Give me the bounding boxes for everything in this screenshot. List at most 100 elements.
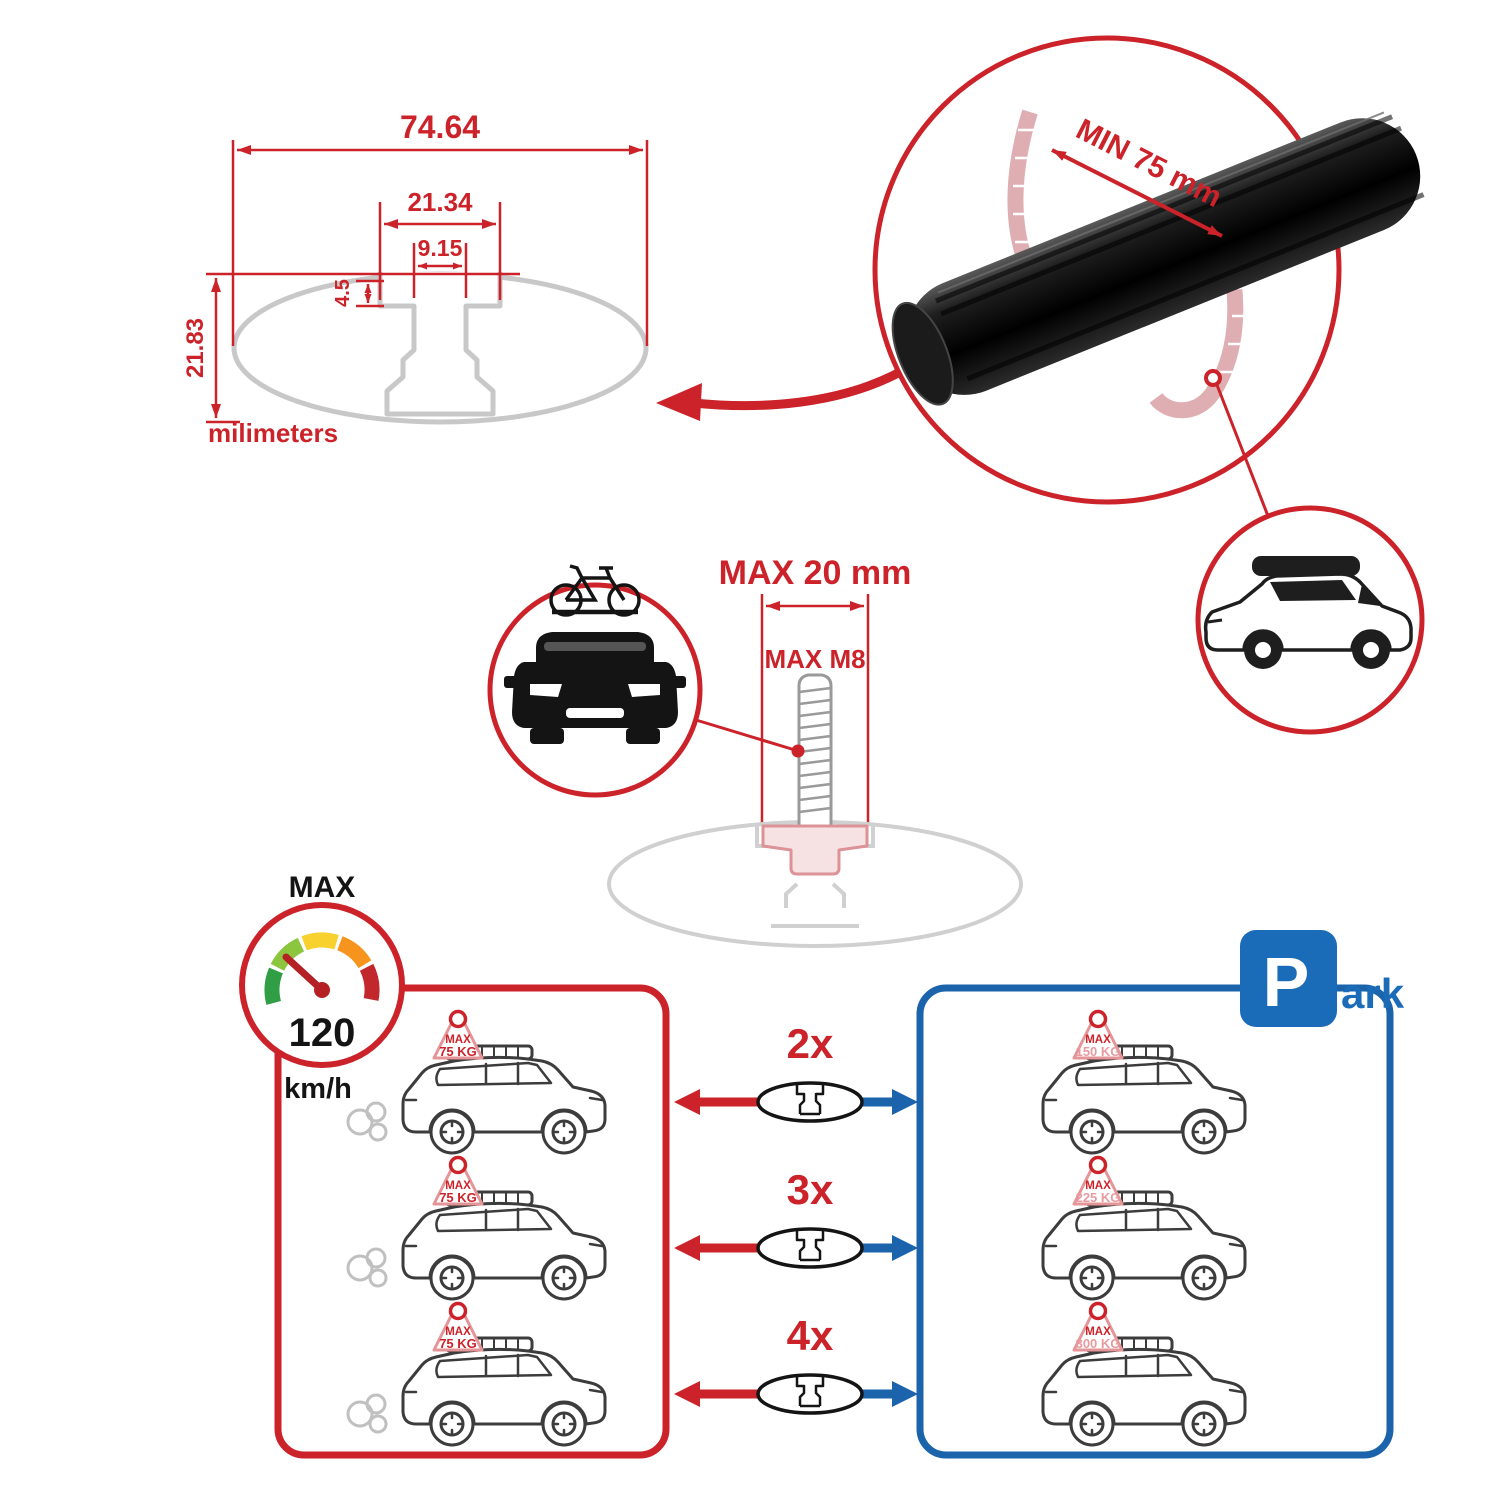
ext-lines-slot-inner [412,243,468,298]
bolt-ext-lines [760,594,870,826]
load-tag-weight: 150 KG [1076,1044,1121,1059]
driving-car-1-tag: MAX 75 KG [432,1009,484,1060]
load-tag-weight: 75 KG [439,1044,477,1059]
car-right-mirror [673,676,686,688]
gauge-needle [282,953,326,994]
crossbar-section-icon [756,1373,864,1415]
park-sign-square [1240,930,1337,1027]
ext-lines-total-height [206,272,520,424]
car-cabin [536,632,654,662]
pointer-arrow-shaft [693,368,903,411]
profile-t-slot [377,272,503,417]
crossbar-body [906,118,1421,395]
crossbar-3d-render [891,111,1425,406]
speed-max-label: MAX [289,871,356,904]
load-tag-max: MAX [1085,1034,1111,1046]
bolt-callout-dot [791,744,805,758]
bar-count-row-2: 3x [674,1166,918,1269]
speed-units: km/h [284,1073,352,1105]
parked-car-1-tag: MAX 150 KG [1072,1009,1124,1060]
park-sign-rest: ark [1341,970,1405,1017]
crossbar-section-icon [756,1081,864,1123]
crossbar-end-cap [891,301,954,406]
gauge-hub [314,982,330,998]
min-span-arrow [1051,148,1223,238]
driving-car-2-tag: MAX 75 KG [432,1155,484,1206]
speed-limit-gauge: MAX 120 km/h [239,871,405,1105]
crossbar-section-icon [756,1227,864,1269]
suv-windows [1270,580,1356,601]
driving-car-3-tag: MAX 75 KG [432,1301,484,1352]
dim-label-slot-outer: 21.34 [407,187,473,217]
gauge-arc-segments [264,932,380,1005]
red-arrow-head [674,1235,700,1261]
parked-cars: MAX 150 KG MAX 225 KG MAX 300 KG [1041,1009,1247,1447]
park-sign-letter: P [1263,943,1310,1021]
t-bolt [761,673,869,876]
bar-count-rows: 2x 3x 4x [674,1020,918,1415]
bolt-spec-diagram: MAX 20 mm MAX M8 [607,554,1023,948]
load-tag-weight: 225 KG [1076,1190,1121,1205]
load-tag-max: MAX [1085,1180,1111,1192]
units-label: milimeters [208,418,338,448]
roof-box [1252,556,1360,576]
bolt-thread-label: MAX M8 [764,644,865,674]
ext-lines-total-width [231,140,649,346]
load-tag-max: MAX [445,1034,471,1046]
driving-cars: MAX 75 KG MAX 75 KG MAX 75 KG [346,1009,607,1447]
car-right-headlight [628,684,660,697]
car-bumper-slot [566,708,624,718]
load-tag-max: MAX [445,1180,471,1192]
crossbar-dimension-diagram: 74.64 21.34 9.15 4.5 21.83 milimeters [182,109,649,448]
bar-count-label: 2x [787,1020,834,1067]
crossbar-closeup-badge: MIN 75 mm [872,35,1425,517]
suv-headlight [1207,618,1223,624]
suv-body [1203,572,1413,652]
red-arrow-head [674,1089,700,1115]
load-tag-weight: 300 KG [1076,1336,1121,1351]
roofbox-car-badge [1195,505,1425,735]
ext-lines-lip [356,279,384,308]
dim-label-total-width: 74.64 [400,109,480,145]
car-right-tire [626,728,660,744]
parked-car-3-tag: MAX 300 KG [1072,1301,1124,1352]
parked-car-2-tag: MAX 225 KG [1072,1155,1124,1206]
suv-front-hub [1255,642,1271,658]
bike-on-roof [549,564,641,617]
blue-arrow-head [892,1089,918,1115]
load-tag-max: MAX [445,1326,471,1338]
car-front-details [530,642,660,718]
badge-connector-line [1215,384,1270,517]
clamp-point-marker [1204,369,1222,387]
load-tag-weight: 75 KG [439,1190,477,1205]
car-front-view [504,632,686,744]
car-body-front [512,662,678,728]
dim-label-slot-inner: 9.15 [418,235,463,261]
suv-with-roofbox [1203,556,1413,669]
dim-label-lip: 4.5 [332,279,354,307]
park-sign: P ark [1240,930,1405,1027]
pointer-arrow-head [656,383,702,421]
dimension-lines [206,140,649,424]
speed-value: 120 [289,1011,356,1055]
bar-count-label: 4x [787,1312,834,1359]
bolt-threads [798,686,832,814]
bike-car-badge [487,564,703,798]
bolt-t-head [761,824,869,876]
car-left-headlight [530,684,562,697]
car-windshield [544,642,646,651]
blue-arrow-head [892,1381,918,1407]
bar-count-row-3: 4x [674,1312,918,1415]
car-left-mirror [504,676,517,688]
dim-label-total-height: 21.83 [182,318,209,378]
load-tag-weight: 75 KG [439,1336,477,1351]
bar-count-label: 3x [787,1166,834,1213]
suv-rear-window [1358,584,1380,606]
ext-lines-slot-outer [378,202,502,300]
load-tag-max: MAX [1085,1326,1111,1338]
bar-count-row-1: 2x [674,1020,918,1123]
red-arrow-head [674,1381,700,1407]
blue-arrow-head [892,1235,918,1261]
